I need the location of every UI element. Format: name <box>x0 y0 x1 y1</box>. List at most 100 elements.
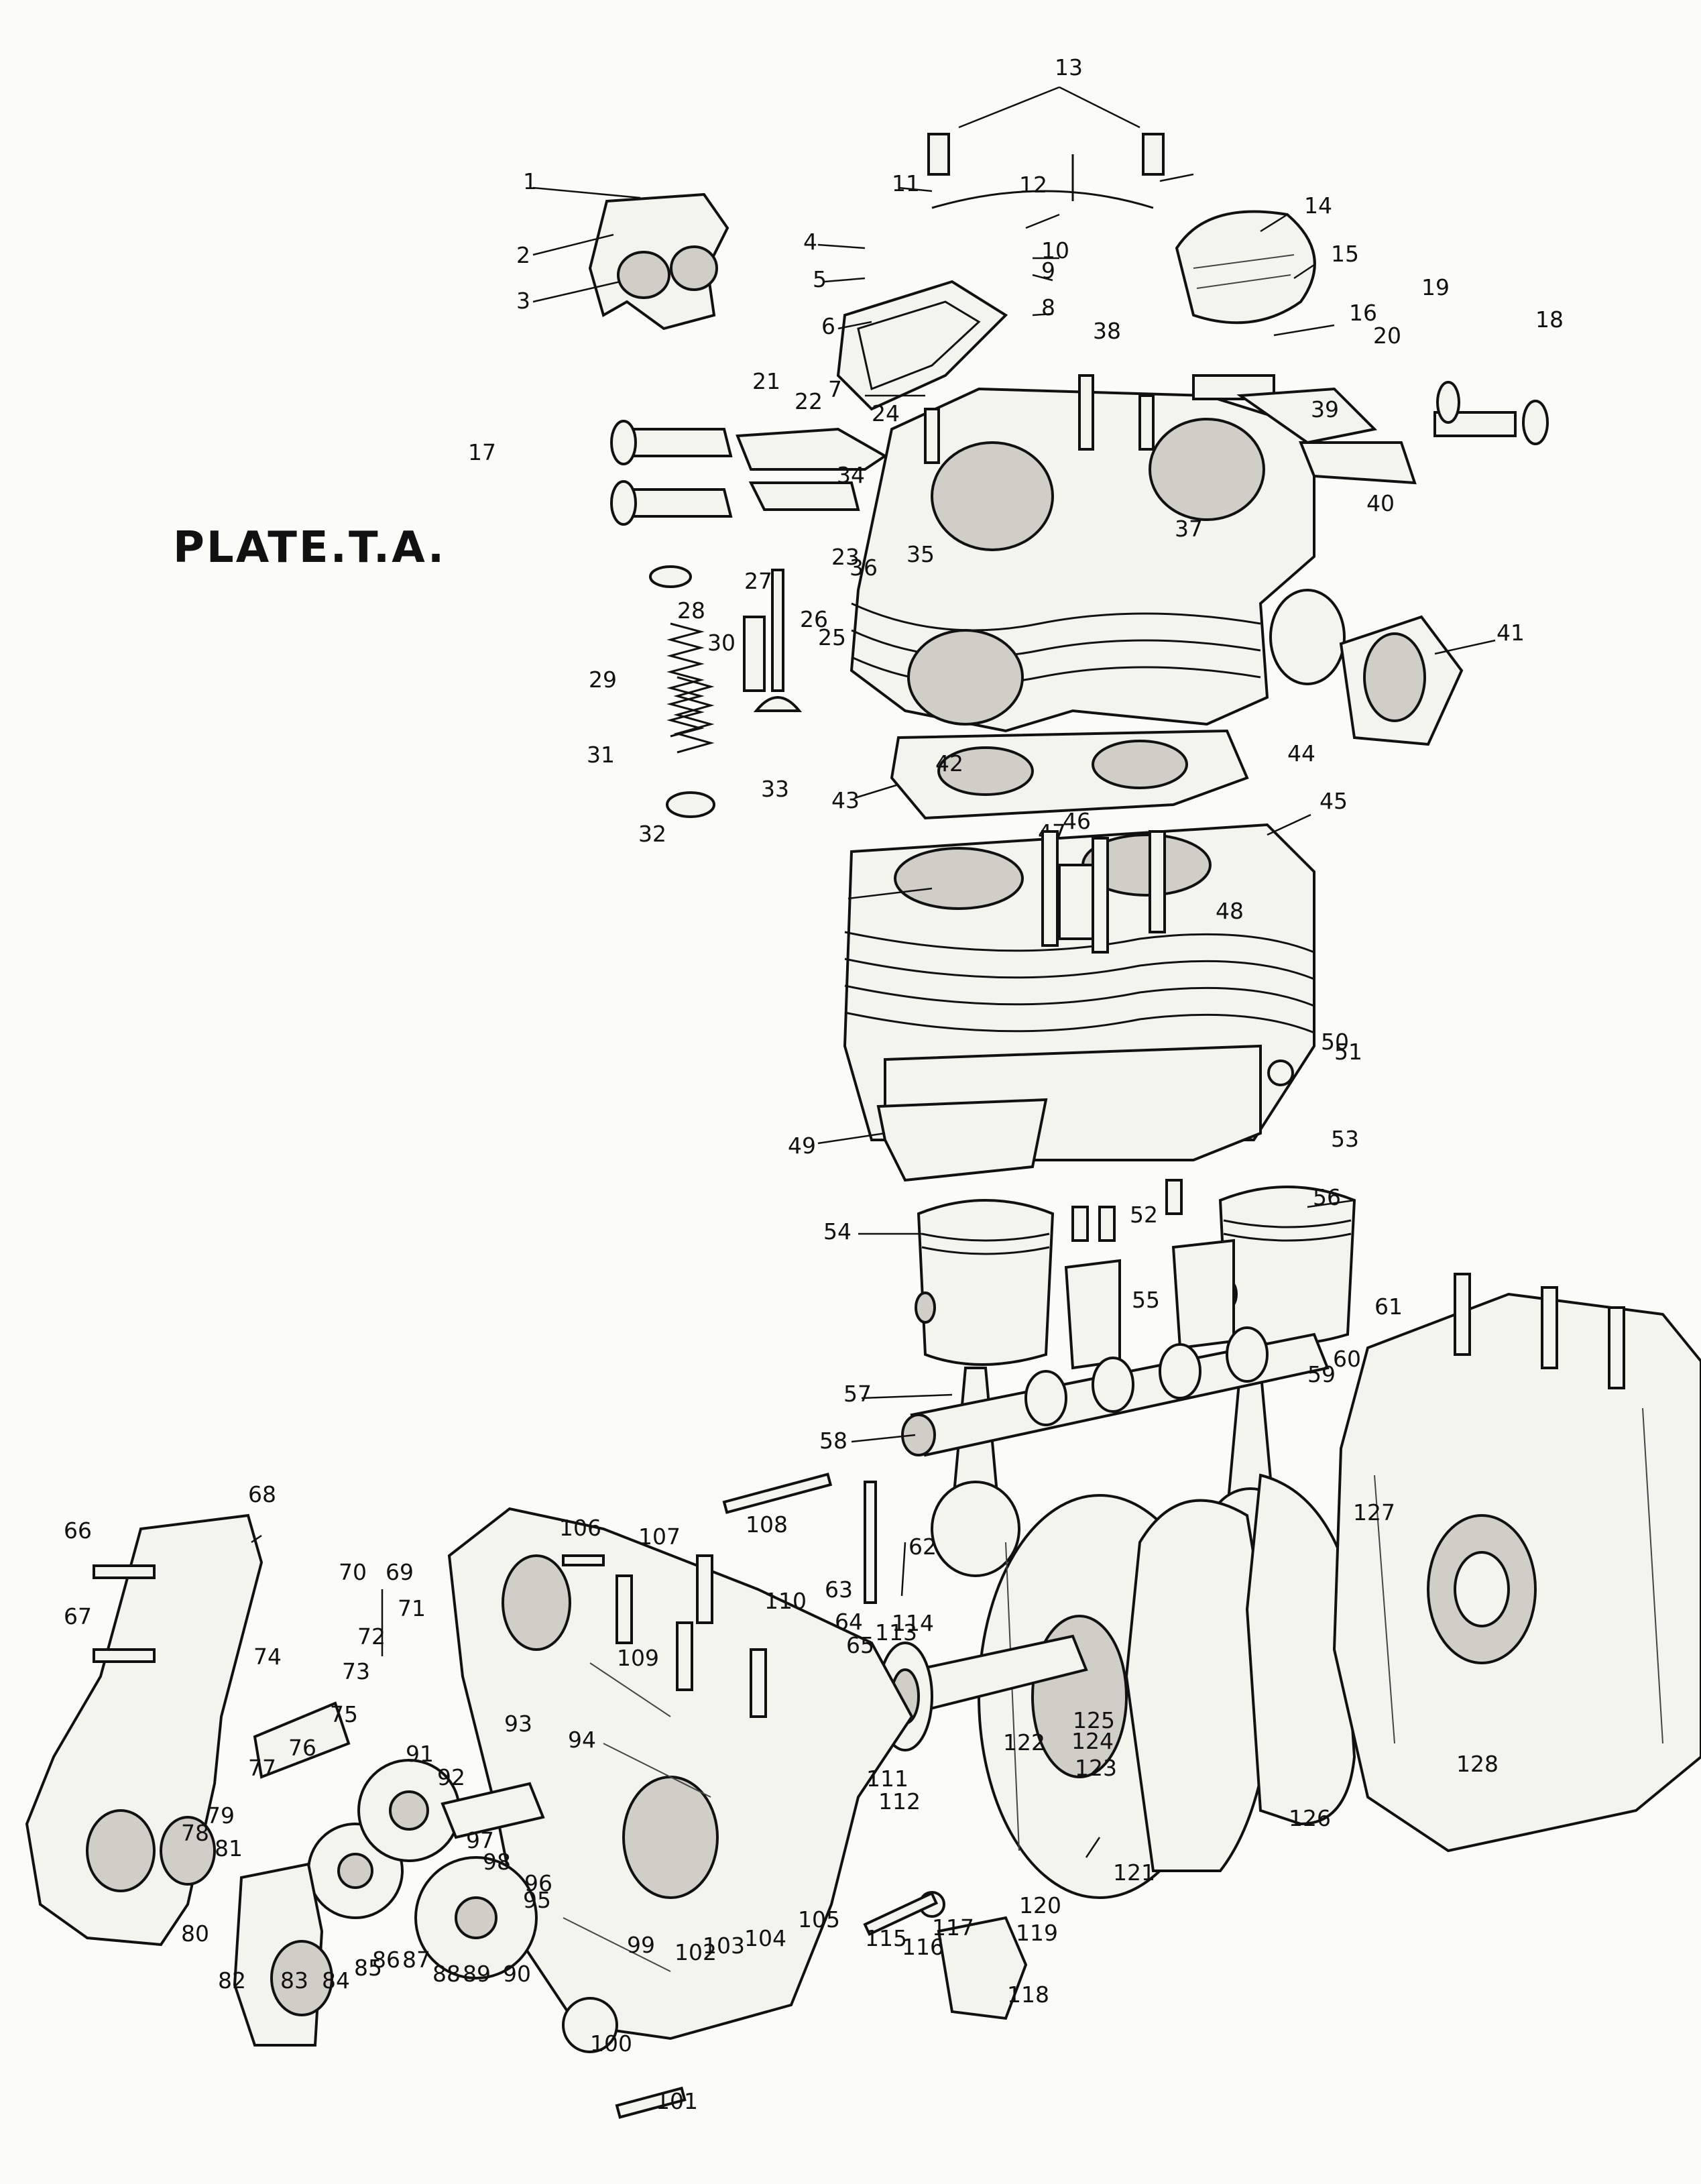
callout-46: 46 <box>1063 808 1091 834</box>
callout-19: 19 <box>1421 274 1450 300</box>
callout-38: 38 <box>1093 318 1121 344</box>
callout-92: 92 <box>437 1764 465 1790</box>
base-gasket <box>876 1098 1048 1182</box>
callout-15: 15 <box>1331 241 1359 267</box>
camshaft <box>901 1326 1330 1457</box>
callout-14: 14 <box>1304 192 1332 219</box>
callout-23: 23 <box>831 544 860 570</box>
callout-121: 121 <box>1113 1859 1155 1886</box>
callout-57: 57 <box>843 1381 872 1407</box>
callout-104: 104 <box>744 1925 786 1951</box>
callout-110: 110 <box>764 1588 807 1614</box>
callout-70: 70 <box>339 1559 367 1585</box>
callout-72: 72 <box>357 1623 386 1650</box>
callout-24: 24 <box>872 400 900 426</box>
callout-52: 52 <box>1130 1202 1158 1228</box>
crankcase-bolts-top <box>924 374 1155 464</box>
callout-89: 89 <box>463 1961 491 1987</box>
callout-109: 109 <box>617 1645 659 1671</box>
callout-98: 98 <box>483 1849 511 1875</box>
callout-127: 127 <box>1353 1499 1395 1526</box>
callout-49: 49 <box>788 1133 816 1159</box>
callout-21: 21 <box>752 368 780 394</box>
pinion-and-worm <box>253 1701 545 1839</box>
callout-37: 37 <box>1175 516 1203 542</box>
callout-1: 1 <box>523 168 537 194</box>
callout-10: 10 <box>1041 237 1069 264</box>
callout-26: 26 <box>800 606 828 632</box>
callout-74: 74 <box>253 1644 282 1670</box>
oil-pipe-banjo <box>927 133 1165 209</box>
callout-6: 6 <box>821 313 835 339</box>
tappet-guide-blocks <box>1064 1179 1235 1370</box>
callout-108: 108 <box>746 1511 788 1538</box>
callout-76: 76 <box>288 1735 316 1761</box>
callout-4: 4 <box>803 229 817 255</box>
callout-85: 85 <box>354 1955 382 1981</box>
crankshaft-webs <box>883 1473 1476 1872</box>
callout-53: 53 <box>1331 1126 1359 1152</box>
rocker-arms <box>736 387 1417 511</box>
exhaust-adaptor-ring <box>1339 615 1464 746</box>
barrel-studs <box>1041 830 1166 954</box>
callout-100: 100 <box>590 2030 632 2057</box>
callout-91: 91 <box>406 1741 434 1767</box>
callout-106: 106 <box>559 1515 601 1541</box>
callout-117: 117 <box>932 1914 974 1941</box>
callout-125: 125 <box>1073 1707 1115 1733</box>
timing-cover <box>25 1513 263 1947</box>
callout-30: 30 <box>707 630 736 656</box>
callout-78: 78 <box>181 1820 209 1846</box>
callout-126: 126 <box>1289 1805 1331 1831</box>
callout-81: 81 <box>215 1835 243 1861</box>
callout-60: 60 <box>1333 1346 1361 1372</box>
callout-119: 119 <box>1016 1920 1058 1946</box>
inlet-manifold <box>588 192 729 331</box>
callout-118: 118 <box>1007 1981 1049 2008</box>
rocker-spindles <box>610 374 1549 526</box>
callout-112: 112 <box>878 1788 921 1815</box>
oil-pump <box>233 1862 333 2047</box>
callout-39: 39 <box>1311 396 1339 422</box>
callout-77: 77 <box>248 1755 276 1781</box>
callout-34: 34 <box>837 462 865 488</box>
crankcase-drive-side <box>1332 1273 1701 1853</box>
callout-83: 83 <box>280 1967 308 1994</box>
callout-115: 115 <box>865 1925 907 1951</box>
callout-120: 120 <box>1019 1892 1061 1918</box>
callout-111: 111 <box>866 1766 908 1792</box>
callout-65: 65 <box>846 1632 874 1658</box>
callout-16: 16 <box>1349 300 1377 326</box>
misc-bolts <box>93 1059 1294 2119</box>
pistons <box>915 1186 1356 1366</box>
callout-90: 90 <box>503 1961 531 1987</box>
callout-12: 12 <box>1019 172 1047 198</box>
callout-94: 94 <box>568 1727 596 1753</box>
cylinder-head <box>849 387 1346 733</box>
callout-55: 55 <box>1132 1287 1160 1313</box>
callout-103: 103 <box>703 1933 745 1959</box>
callout-75: 75 <box>330 1701 358 1727</box>
callout-33: 33 <box>761 776 789 802</box>
callout-124: 124 <box>1071 1728 1114 1754</box>
callout-84: 84 <box>322 1967 350 1994</box>
callout-73: 73 <box>342 1658 370 1684</box>
callout-69: 69 <box>386 1559 414 1585</box>
valve-springs <box>649 565 715 818</box>
callout-32: 32 <box>638 821 666 847</box>
rocker-box-cover <box>836 280 1008 411</box>
callout-107: 107 <box>638 1524 681 1550</box>
callout-102: 102 <box>674 1939 717 1965</box>
callout-35: 35 <box>906 541 935 567</box>
callout-17: 17 <box>468 439 496 465</box>
callout-86: 86 <box>372 1947 400 1973</box>
callout-25: 25 <box>818 624 846 650</box>
callout-114: 114 <box>892 1610 934 1636</box>
callout-88: 88 <box>432 1961 461 1987</box>
callout-93: 93 <box>504 1711 532 1737</box>
callout-82: 82 <box>218 1967 246 1994</box>
callout-31: 31 <box>587 742 615 768</box>
callout-40: 40 <box>1366 490 1395 516</box>
